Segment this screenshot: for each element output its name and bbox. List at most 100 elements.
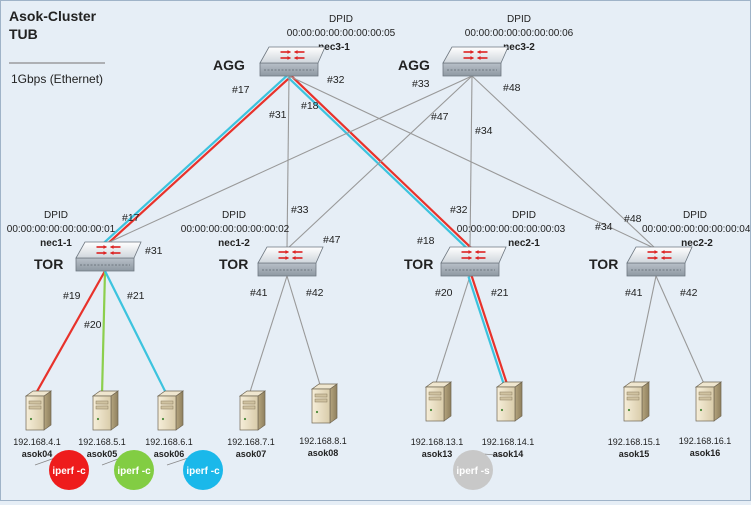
port-label: #34: [595, 221, 613, 233]
link-line: [632, 275, 657, 387]
iperf-bubble: [49, 450, 89, 490]
port-label: #48: [624, 213, 642, 225]
link-line-red: [470, 275, 509, 386]
port-label: #17: [232, 84, 250, 96]
dpid-value: 00:00:00:00:00:00:00:05: [287, 28, 396, 39]
link-nec3-2-nec1-1: [104, 75, 473, 245]
port-label: #42: [680, 287, 698, 299]
dpid-label: DPID: [683, 210, 707, 221]
port-label: #33: [291, 204, 309, 216]
port-label: #19: [63, 290, 81, 302]
port-label: #41: [625, 287, 643, 299]
port-label: #21: [491, 287, 509, 299]
dpid-label: DPID: [512, 210, 536, 221]
server-icon: [310, 383, 339, 424]
host-name: asok13: [422, 449, 453, 459]
dpid-value: 00:00:00:00:00:00:00:06: [465, 28, 574, 39]
link-line-red: [105, 76, 291, 246]
server-icon: [156, 390, 185, 431]
switch-role: AGG: [213, 57, 245, 73]
link-nec2-2-asok15: [632, 275, 657, 387]
host-asok05[interactable]: 192.168.5.1 asok05: [78, 390, 126, 459]
network-switch-icon: [442, 46, 509, 77]
link-line: [655, 275, 706, 387]
dpid-label: DPID: [44, 210, 68, 221]
link-line: [434, 275, 471, 387]
port-label: #33: [412, 78, 430, 90]
dpid-value: 00:00:00:00:00:00:00:03: [457, 224, 566, 235]
port-label: #41: [250, 287, 268, 299]
link-nec1-2-asok08: [286, 275, 322, 389]
host-ip: 192.168.15.1: [608, 437, 661, 447]
switch-role: TOR: [589, 256, 618, 272]
link-line: [248, 275, 288, 396]
port-label: #18: [417, 235, 435, 247]
port-label: #32: [450, 204, 468, 216]
iperf-label: iperf -s: [456, 466, 490, 477]
diagram-title: Asok-Cluster: [9, 8, 97, 24]
host-ip: 192.168.14.1: [482, 437, 535, 447]
port-label: #21: [127, 290, 145, 302]
host-asok04[interactable]: 192.168.4.1 asok04: [13, 390, 61, 459]
host-asok13[interactable]: 192.168.13.1 asok13: [411, 381, 464, 459]
iperf-bubble: [114, 450, 154, 490]
switch-role: AGG: [398, 57, 430, 73]
dpid-value: 00:00:00:00:00:00:00:04: [642, 224, 750, 235]
switch-name: nec2-1: [508, 238, 540, 249]
link-nec3-2-nec1-2: [286, 75, 473, 250]
server-icon: [424, 381, 453, 422]
switch-role: TOR: [219, 256, 248, 272]
server-icon: [622, 381, 651, 422]
switch-nec2-1[interactable]: DPID 00:00:00:00:00:00:00:03 nec2-1 TOR: [404, 210, 566, 277]
dpid-label: DPID: [222, 210, 246, 221]
link-nec1-1-asok04: [34, 270, 106, 396]
port-label: #31: [269, 109, 287, 121]
dpid-value: 00:00:00:00:00:00:00:02: [181, 224, 290, 235]
link-nec3-1-nec1-2: [286, 75, 290, 250]
link-line: [104, 270, 168, 396]
link-nec3-1-nec2-2: [288, 75, 657, 250]
iperf-label: iperf -c: [117, 466, 151, 477]
server-icon: [238, 390, 267, 431]
switch-nec1-1[interactable]: DPID 00:00:00:00:00:00:00:01 nec1-1 TOR: [7, 210, 142, 272]
network-switch-icon: [259, 46, 326, 77]
host-ip: 192.168.7.1: [227, 437, 275, 447]
server-icon: [495, 381, 524, 422]
host-asok16[interactable]: 192.168.16.1 asok16: [679, 381, 732, 458]
host-asok14[interactable]: 192.168.14.1 asok14: [482, 381, 535, 459]
link-nec1-1-asok06: [104, 270, 168, 396]
link-nec1-1-asok05: [100, 270, 107, 396]
iperf-bubble-asok04: iperf -c: [49, 450, 89, 490]
port-label: #48: [503, 82, 521, 94]
dpid-label: DPID: [507, 14, 531, 25]
switch-nec3-1[interactable]: DPID 00:00:00:00:00:00:00:05 nec3-1 AGG: [213, 14, 396, 77]
link-line: [286, 275, 322, 389]
link-line: [286, 75, 473, 250]
host-name: asok04: [22, 449, 53, 459]
port-label: #31: [145, 245, 163, 257]
host-asok06[interactable]: 192.168.6.1 asok06: [145, 390, 193, 459]
port-label: #17: [122, 212, 140, 224]
host-asok07[interactable]: 192.168.7.1 asok07: [227, 390, 275, 459]
iperf-bubble: [183, 450, 223, 490]
link-line-cyan: [467, 276, 506, 387]
port-label: #47: [323, 234, 341, 246]
iperf-bubble-asok14: iperf -s: [453, 450, 493, 490]
switch-nec3-2[interactable]: DPID 00:00:00:00:00:00:00:06 nec3-2 AGG: [398, 14, 574, 77]
switch-nec1-2[interactable]: DPID 00:00:00:00:00:00:00:02 nec1-2 TOR: [181, 210, 324, 277]
link-nec2-2-asok16: [655, 275, 706, 387]
server-icon: [694, 381, 723, 422]
server-icon: [24, 390, 53, 431]
switch-nec2-2[interactable]: DPID 00:00:00:00:00:00:00:04 nec2-2 TOR: [589, 210, 751, 277]
host-name: asok06: [154, 449, 185, 459]
host-asok08[interactable]: 192.168.8.1 asok08: [299, 383, 347, 458]
link-nec3-2-nec2-1: [469, 75, 473, 250]
link-line: [471, 75, 657, 250]
host-name: asok08: [308, 448, 339, 458]
link-line-cyan: [103, 74, 289, 244]
link-line: [288, 75, 657, 250]
network-switch-icon: [440, 246, 507, 277]
link-nec2-1-asok14: [467, 275, 509, 387]
host-asok15[interactable]: 192.168.15.1 asok15: [608, 381, 661, 459]
